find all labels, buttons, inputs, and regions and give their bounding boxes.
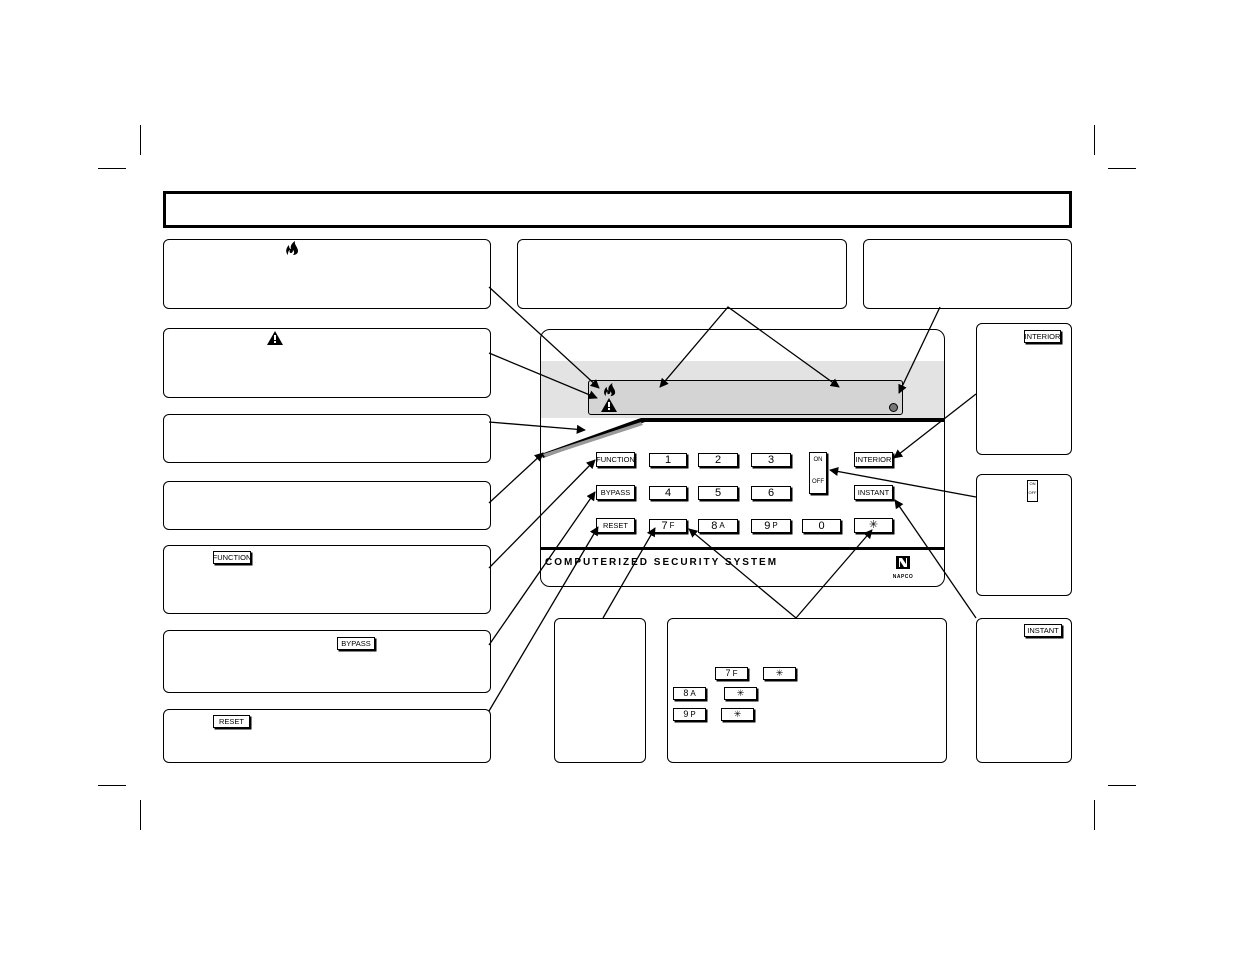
warning-callout (163, 328, 491, 398)
leader-switch (829, 467, 977, 498)
interior-key-label: INTERIOR (1024, 330, 1061, 343)
key-3[interactable]: 3 (751, 453, 791, 467)
brand-text: COMPUTERIZED SECURITY SYSTEM (545, 557, 779, 568)
fire-callout (163, 239, 491, 309)
crop-mark (98, 168, 126, 169)
on-off-switch[interactable]: ON OFF (809, 452, 827, 494)
leader-slant (488, 452, 544, 504)
leader-reset-detail (602, 527, 656, 619)
function-key-label: FUNCTION (213, 551, 251, 564)
led-callout (863, 239, 1072, 309)
crop-mark (140, 125, 141, 155)
key-7-digit: 7 (661, 519, 668, 532)
leader-instant (894, 499, 977, 619)
interior-callout: INTERIOR (976, 323, 1072, 455)
leader-function (488, 459, 596, 569)
key-9-digit: 9 (764, 519, 771, 532)
key-2[interactable]: 2 (698, 453, 738, 467)
callout-empty-a (163, 414, 491, 463)
napco-logo: NAPCO (892, 556, 914, 580)
crop-mark (1108, 785, 1136, 786)
key-1[interactable]: 1 (649, 453, 687, 467)
reset-callout: RESET (163, 709, 491, 763)
emergency-key-8-suffix: A (690, 688, 696, 698)
fire-icon (286, 241, 298, 255)
emergency-star-2: ✳ (724, 687, 757, 700)
key-6[interactable]: 6 (751, 486, 791, 500)
emergency-key-9: 9 (683, 709, 689, 719)
switch-callout: ON OFF (976, 474, 1072, 596)
title-bar (163, 191, 1072, 228)
status-led (889, 403, 898, 412)
interior-button[interactable]: INTERIOR (854, 452, 893, 467)
bypass-button[interactable]: BYPASS (596, 485, 635, 500)
switch-mini-on: ON (1029, 481, 1036, 486)
reset-detail-callout (554, 618, 646, 763)
key-9-suffix: P (772, 521, 778, 530)
emergency-key-8: 8 (683, 688, 689, 698)
switch-off-label: OFF (812, 479, 824, 485)
key-5[interactable]: 5 (698, 486, 738, 500)
key-4[interactable]: 4 (649, 486, 687, 500)
key-7-suffix: F (669, 521, 675, 530)
display-callout (517, 239, 847, 309)
leader-led (898, 306, 941, 394)
instant-callout: INSTANT (976, 618, 1072, 763)
leader-bypass (488, 491, 596, 646)
leader-trim (488, 421, 586, 434)
emergency-star-1: ✳ (763, 667, 796, 680)
leader-emergency (688, 528, 873, 619)
reset-key-label: RESET (213, 715, 250, 728)
crop-mark (1094, 125, 1095, 155)
crop-mark (1108, 168, 1136, 169)
switch-mini: ON OFF (1027, 480, 1038, 502)
warning-icon (601, 398, 617, 412)
instant-key-label: INSTANT (1024, 624, 1062, 637)
crop-mark (98, 785, 126, 786)
instant-button[interactable]: INSTANT (854, 485, 893, 500)
function-callout: FUNCTION (163, 545, 491, 614)
bypass-callout: BYPASS (163, 630, 491, 693)
logo-mark-icon (896, 556, 910, 569)
emergency-star-3: ✳ (721, 708, 754, 721)
key-8-suffix: A (719, 521, 725, 530)
switch-mini-off: OFF (1028, 490, 1037, 495)
key-8-digit: 8 (711, 519, 718, 532)
emergency-key-9-suffix: P (690, 709, 696, 719)
fire-icon (604, 382, 616, 397)
crop-mark (1094, 800, 1095, 830)
leader-display (659, 306, 840, 388)
switch-on-label: ON (813, 457, 823, 463)
logo-text: NAPCO (892, 574, 914, 580)
warning-icon (267, 331, 283, 345)
leader-reset (488, 526, 599, 712)
leader-fire (488, 286, 600, 389)
reset-button[interactable]: RESET (596, 518, 635, 533)
crop-mark (140, 800, 141, 830)
leader-warning (488, 352, 598, 400)
bypass-key-label: BYPASS (337, 637, 375, 650)
leader-interior (893, 393, 977, 459)
function-button[interactable]: FUNCTION (596, 452, 635, 467)
emergency-key-7: 7 (725, 668, 731, 678)
callout-empty-b (163, 481, 491, 530)
keypad-trim (541, 418, 944, 550)
emergency-key-7-suffix: F (732, 668, 738, 678)
